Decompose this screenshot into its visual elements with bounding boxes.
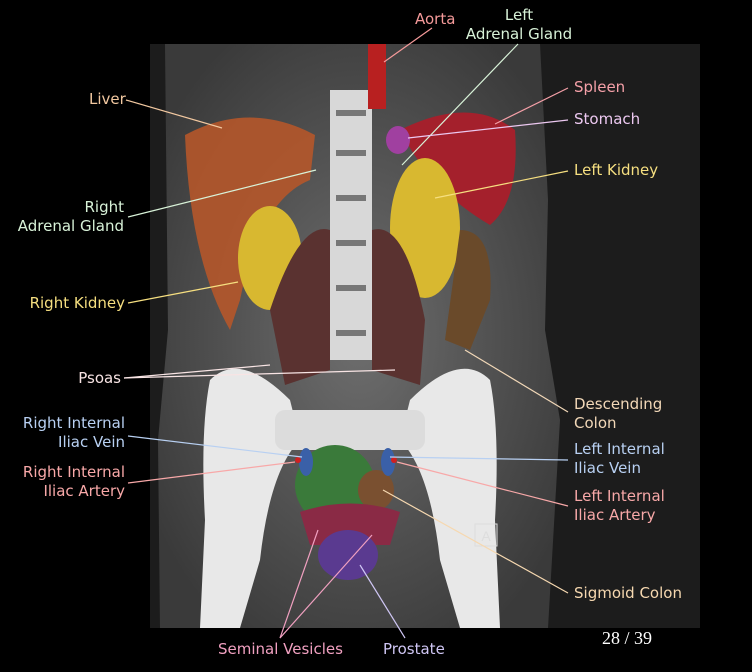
left-psoas xyxy=(372,229,425,385)
right-psoas xyxy=(270,229,330,385)
label-line: Left xyxy=(504,6,534,24)
orientation-marker-box xyxy=(474,523,498,547)
page-indicator: 28 / 39 xyxy=(602,628,653,648)
label-line: Descending xyxy=(574,395,663,413)
prostate xyxy=(318,530,378,580)
label-left-adrenal-gland: Left Adrenal Gland xyxy=(462,6,576,44)
label-descending-colon: Descending Colon xyxy=(574,395,662,433)
left-iliac-artery xyxy=(391,457,397,463)
label-line: Left Internal xyxy=(574,440,665,458)
label-line: Iliac Vein xyxy=(58,433,125,451)
spleen xyxy=(400,112,516,225)
label-psoas: Psoas xyxy=(78,369,121,387)
label-spleen: Spleen xyxy=(574,78,626,96)
leader-lines xyxy=(123,27,569,639)
sigmoid-colon xyxy=(358,470,394,510)
label-line: Iliac Artery xyxy=(43,482,125,500)
label-aorta: Aorta xyxy=(415,10,456,28)
label-line: Colon xyxy=(574,414,617,432)
orientation-marker: A xyxy=(481,528,491,544)
label-right-kidney: Right Kidney xyxy=(29,294,125,312)
label-left-kidney: Left Kidney xyxy=(574,161,659,179)
stomach xyxy=(386,126,410,154)
descending-colon xyxy=(445,230,491,350)
label-line: Adrenal Gland xyxy=(465,25,573,43)
label-left-internal-iliac-artery: Left Internal Iliac Artery xyxy=(574,487,665,525)
label-right-internal-iliac-vein: Right Internal Iliac Vein xyxy=(0,414,125,452)
right-iliac-artery xyxy=(295,457,301,463)
sacrum xyxy=(275,410,425,450)
label-line: Iliac Vein xyxy=(574,459,641,477)
label-sigmoid-colon: Sigmoid Colon xyxy=(574,584,682,602)
spine xyxy=(330,90,372,360)
label-line: Adrenal Gland xyxy=(17,217,124,235)
right-iliac-vein xyxy=(299,448,313,476)
label-left-internal-iliac-vein: Left Internal Iliac Vein xyxy=(574,440,665,478)
label-seminal-vesicles: Seminal Vesicles xyxy=(218,640,343,658)
label-line: Iliac Artery xyxy=(574,506,656,524)
label-line: Right Internal xyxy=(22,414,125,432)
left-iliac-vein xyxy=(381,448,395,476)
label-right-internal-iliac-artery: Right Internal Iliac Artery xyxy=(0,463,125,501)
seminal-vesicles xyxy=(300,503,400,545)
label-line: Right Internal xyxy=(22,463,125,481)
label-stomach: Stomach xyxy=(574,110,641,128)
label-line: Left Internal xyxy=(574,487,665,505)
label-line: Right xyxy=(84,198,125,216)
label-prostate: Prostate xyxy=(383,640,445,658)
aorta xyxy=(368,44,386,109)
label-liver: Liver xyxy=(89,90,126,108)
label-right-adrenal-gland: Right Adrenal Gland xyxy=(0,198,124,236)
